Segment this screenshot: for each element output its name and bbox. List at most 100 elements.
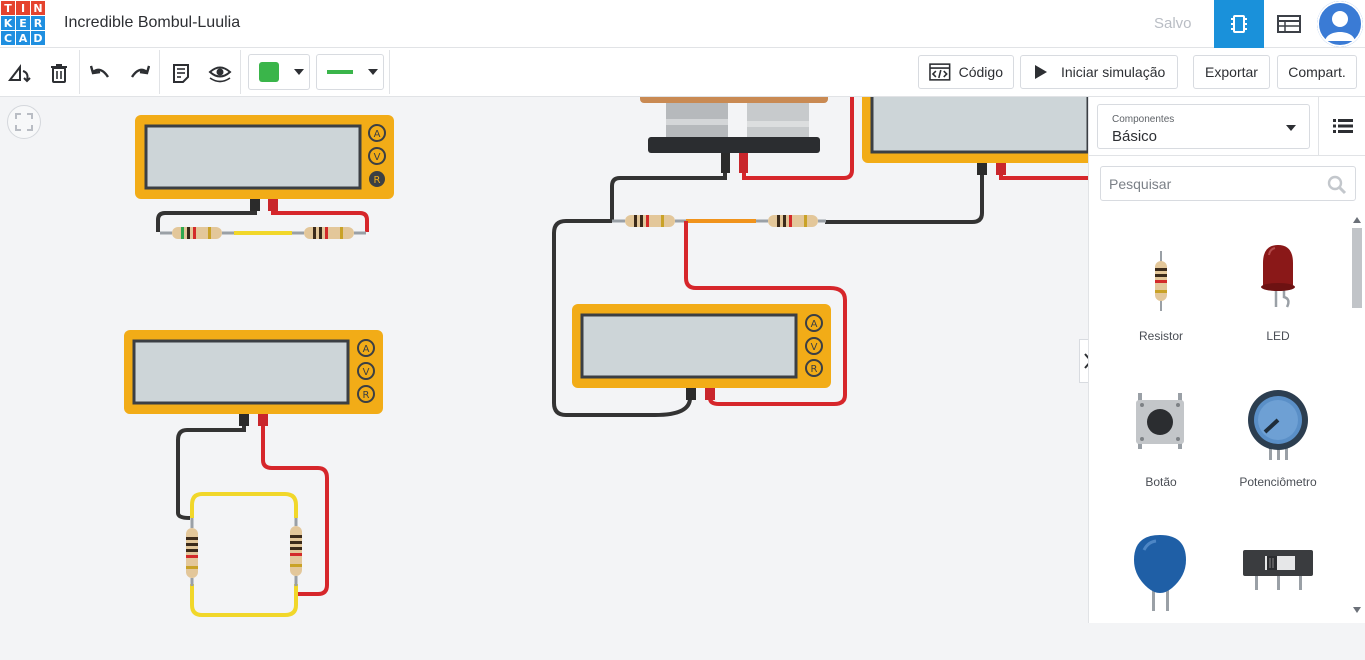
visibility-button[interactable] — [207, 60, 233, 86]
pushbutton-icon — [1136, 393, 1184, 449]
component-capacitor[interactable] — [1106, 530, 1216, 660]
wire-color-dropdown[interactable] — [316, 54, 384, 90]
components-category-select[interactable]: Componentes Básico — [1097, 104, 1310, 149]
save-status: Salvo — [1154, 15, 1192, 32]
fit-view-icon — [15, 113, 33, 131]
meter-mode-a: A — [374, 129, 381, 140]
component-led[interactable]: LED — [1223, 237, 1333, 367]
component-search[interactable] — [1100, 166, 1356, 201]
logo-letter: K — [1, 16, 15, 30]
multimeter[interactable]: A V R — [135, 115, 394, 211]
panel-divider — [1089, 155, 1365, 156]
potentiometer-icon — [1248, 390, 1308, 460]
meter-mode-v: V — [811, 342, 818, 353]
undo-button[interactable] — [87, 60, 113, 86]
scrollbar-thumb[interactable] — [1352, 228, 1362, 308]
toolbar-divider — [79, 50, 80, 94]
led-icon — [1261, 245, 1295, 308]
component-name: Potenciômetro — [1239, 475, 1317, 489]
component-name: Botão — [1145, 475, 1177, 489]
logo-letter: R — [31, 16, 45, 30]
component-name: LED — [1266, 329, 1290, 343]
user-icon — [1317, 1, 1363, 47]
editor-toolbar: Código Iniciar simulação Exportar Compar… — [0, 48, 1365, 97]
redo-button[interactable] — [127, 60, 153, 86]
rotate-button[interactable] — [7, 60, 33, 86]
circuit-view-button[interactable] — [1214, 0, 1264, 48]
design-title[interactable]: Incredible Bombul-Luulia — [64, 14, 241, 31]
redo-icon — [130, 65, 150, 78]
fill-color-swatch — [259, 62, 279, 82]
meter-mode-v: V — [363, 367, 370, 378]
components-panel: Componentes Básico Resistor — [1088, 97, 1365, 623]
logo-letter: A — [16, 31, 30, 45]
panel-scrollbar[interactable] — [1350, 120, 1364, 623]
caret-down-icon — [1286, 125, 1296, 131]
component-slide-switch[interactable] — [1223, 530, 1333, 660]
component-pushbutton[interactable]: Botão — [1106, 384, 1216, 514]
share-button[interactable]: Compart. — [1277, 55, 1357, 89]
toolbar-divider — [159, 50, 160, 94]
circuit-canvas[interactable]: A V R A V R — [0, 97, 1088, 623]
list-view-toggle[interactable] — [1318, 97, 1365, 155]
component-resistor[interactable]: Resistor — [1106, 237, 1216, 367]
logo-letter: E — [16, 16, 30, 30]
logo-letter: C — [1, 31, 15, 45]
export-label: Exportar — [1205, 64, 1258, 80]
resistor-icon — [1155, 251, 1167, 311]
toolbar-divider — [389, 50, 390, 94]
logo-letter: T — [1, 1, 15, 15]
component-name: Resistor — [1138, 329, 1183, 343]
battery-pack[interactable] — [640, 97, 828, 173]
component-potentiometer[interactable]: Potenciômetro — [1223, 384, 1333, 514]
code-label: Código — [958, 64, 1003, 80]
multimeter[interactable]: A V R — [572, 304, 831, 400]
meter-mode-a: A — [363, 344, 370, 355]
list-icon — [1332, 119, 1353, 133]
component-search-input[interactable] — [1109, 167, 1319, 200]
caret-down-icon — [368, 69, 378, 75]
chip-icon — [1231, 15, 1247, 33]
meter-mode-r: R — [363, 390, 370, 401]
caret-down-icon — [294, 69, 304, 75]
meter-mode-v: V — [374, 152, 381, 163]
scroll-down-icon[interactable] — [1353, 607, 1361, 613]
search-icon[interactable] — [1327, 175, 1347, 195]
delete-button[interactable] — [46, 60, 72, 86]
toolbar-divider — [240, 50, 241, 94]
logo-letter: D — [31, 31, 45, 45]
scroll-up-icon[interactable] — [1353, 217, 1361, 223]
code-icon — [929, 63, 951, 81]
multimeter[interactable] — [862, 97, 1088, 175]
note-icon — [173, 64, 189, 83]
meter-mode-r: R — [374, 175, 381, 186]
logo-letter: N — [31, 1, 45, 15]
user-avatar[interactable] — [1317, 1, 1363, 47]
components-select-value: Básico — [1112, 128, 1158, 145]
component-list-view-button[interactable] — [1264, 0, 1314, 48]
meter-mode-r: R — [811, 364, 818, 375]
share-label: Compart. — [1288, 64, 1346, 80]
trash-icon — [51, 64, 67, 83]
play-icon — [1035, 65, 1047, 79]
meter-mode-a: A — [811, 319, 818, 330]
capacitor-icon — [1134, 535, 1186, 611]
zoom-to-fit-button[interactable] — [7, 105, 41, 139]
multimeter[interactable]: A V R — [124, 330, 383, 426]
code-button[interactable]: Código — [918, 55, 1014, 89]
start-simulation-label: Iniciar simulação — [1061, 64, 1166, 80]
undo-icon — [90, 65, 110, 78]
start-simulation-button[interactable]: Iniciar simulação — [1020, 55, 1178, 89]
circuit-drawing: A V R A V R — [124, 97, 1088, 617]
table-icon — [1277, 15, 1301, 33]
logo-letter: I — [16, 1, 30, 15]
eye-icon — [208, 66, 232, 83]
rotate-icon — [8, 64, 31, 83]
wire-style-swatch — [327, 70, 353, 74]
notes-button[interactable] — [168, 60, 194, 86]
fill-color-dropdown[interactable] — [248, 54, 310, 90]
slide-switch-icon — [1243, 550, 1313, 590]
export-button[interactable]: Exportar — [1193, 55, 1270, 89]
